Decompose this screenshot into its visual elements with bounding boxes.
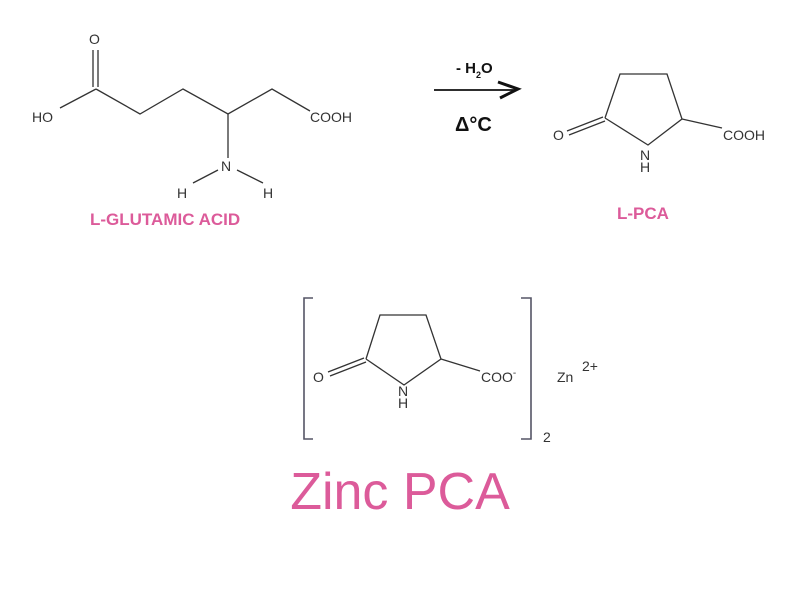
- atom-coo: COO-: [481, 368, 516, 385]
- atom-h-left: H: [177, 185, 187, 201]
- atom-h: H: [398, 395, 408, 411]
- glutamic-acid-structure: O HO COOH N H H L-GLUTAMIC ACID: [32, 31, 352, 229]
- atom-n: N: [640, 147, 650, 163]
- atom-ho: HO: [32, 109, 53, 125]
- atom-cooh: COOH: [310, 109, 352, 125]
- atom-h: H: [640, 159, 650, 175]
- atom-o: O: [553, 127, 564, 143]
- bracket-multiplier: 2: [543, 429, 551, 445]
- reaction-arrow: - H2O Δ°C: [434, 60, 522, 136]
- pca-structure: O N H COOH L-PCA: [553, 73, 765, 223]
- atom-h-right: H: [263, 185, 273, 201]
- reagent-minus-h: - H2O: [456, 60, 493, 80]
- atom-o-top: O: [89, 31, 100, 47]
- zinc-pca-structure: O N H COO- Zn 2+ 2: [303, 297, 598, 445]
- atom-zn: Zn: [557, 369, 573, 385]
- glutamic-acid-label: L-GLUTAMIC ACID: [90, 210, 240, 229]
- atom-n: N: [398, 383, 408, 399]
- pca-label: L-PCA: [617, 204, 669, 223]
- zn-charge: 2+: [582, 358, 598, 374]
- atom-cooh: COOH: [723, 127, 765, 143]
- heat-condition: Δ°C: [455, 114, 492, 136]
- atom-o: O: [313, 369, 324, 385]
- atom-n: N: [221, 158, 231, 174]
- zinc-pca-title: Zinc PCA: [290, 463, 510, 521]
